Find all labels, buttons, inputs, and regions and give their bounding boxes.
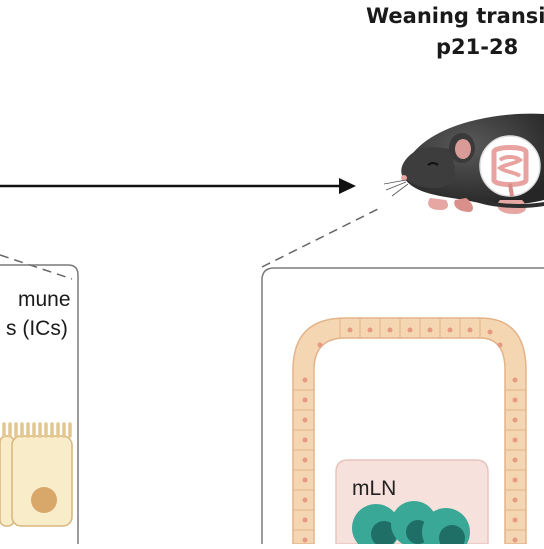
mln-label: mLN: [352, 477, 397, 500]
arrow-right-icon: [0, 178, 356, 194]
left-panel: [0, 264, 79, 544]
right-panel: [261, 267, 544, 544]
zoom-lines-right: [261, 207, 381, 268]
enterocyte-icon: [0, 422, 73, 527]
villus-epithelium: [292, 317, 527, 545]
title-line-2: p21-28: [436, 35, 519, 59]
immune-cells-label-line-2: s (ICs): [6, 317, 68, 340]
title-line-1: Weaning transit: [366, 4, 544, 28]
zoom-lines-left: [0, 254, 73, 280]
intestine-icon: [479, 135, 541, 197]
immune-cells-label-line-1: mune: [18, 288, 71, 311]
immune-cell-icon: [352, 501, 470, 549]
